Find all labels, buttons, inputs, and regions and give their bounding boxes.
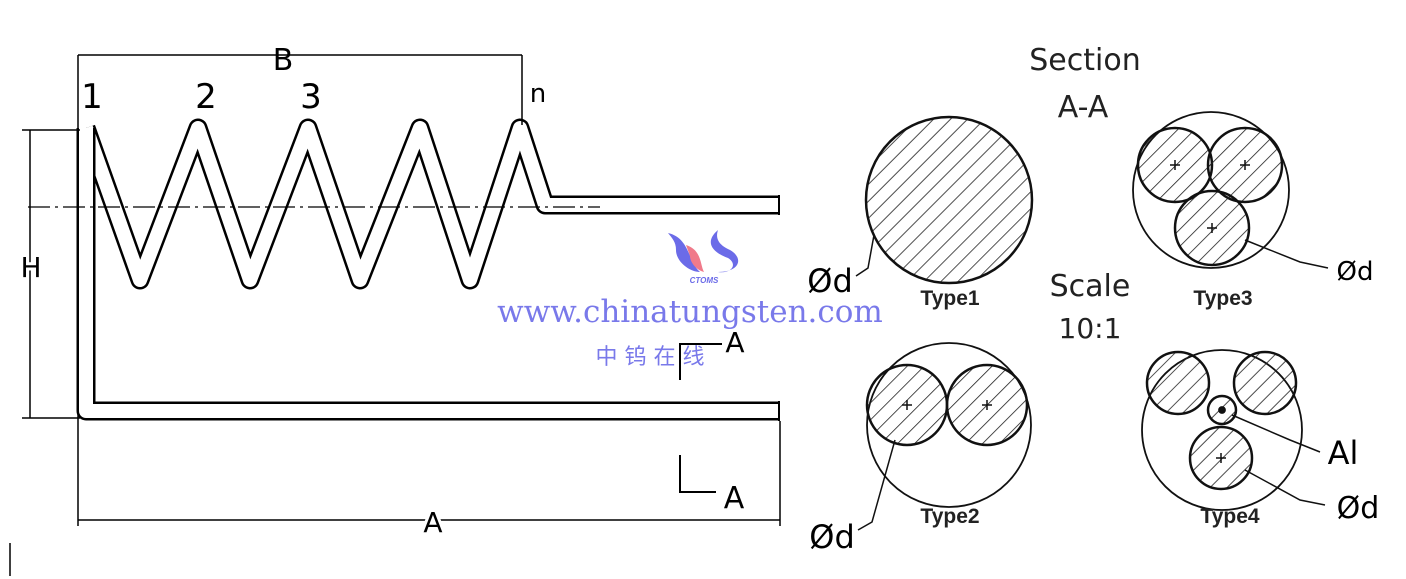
- type1-diameter-label: Ød: [807, 262, 853, 300]
- type1-section: [855, 115, 1034, 285]
- type4-core-label: Al: [1328, 434, 1359, 472]
- type2-label: Type2: [920, 505, 979, 528]
- dimension-h-label: H: [20, 251, 41, 284]
- type4-section: [1141, 349, 1326, 511]
- dimension-b-label: B: [273, 43, 294, 78]
- type3-label: Type3: [1193, 287, 1252, 310]
- type3-diameter-label: Ød: [1337, 257, 1374, 287]
- section-title: Section: [1029, 43, 1140, 78]
- dimension-b: [77, 54, 523, 128]
- section-marker-top: [679, 343, 722, 380]
- dimension-a: [77, 410, 781, 526]
- type1-label: Type1: [920, 287, 979, 310]
- section-marker-top-label: A: [725, 326, 744, 359]
- type2-section: [857, 342, 1032, 531]
- turn-label-1: 1: [81, 77, 103, 117]
- coil-wire: [76, 118, 781, 421]
- type3-section: [1132, 111, 1329, 269]
- dimension-h: [22, 129, 80, 419]
- section-name: A-A: [1058, 90, 1109, 125]
- ctoms-logo-text: CTOMS: [690, 276, 719, 285]
- type2-diameter-label: Ød: [809, 518, 855, 556]
- scale-value: 10:1: [1059, 312, 1122, 345]
- section-marker-bottom: [679, 455, 716, 493]
- section-marker-bottom-label: A: [724, 481, 745, 516]
- scale-label: Scale: [1050, 269, 1131, 304]
- watermark-url: www.chinatungsten.com: [497, 294, 883, 330]
- type4-label: Type4: [1200, 505, 1259, 528]
- dimension-a-label: A: [423, 506, 442, 539]
- turn-label-n: n: [530, 79, 546, 109]
- turn-label-3: 3: [300, 77, 322, 117]
- ctoms-logo: CTOMS: [668, 230, 739, 285]
- turn-label-2: 2: [195, 77, 217, 117]
- watermark-chinese: 中 钨 在 线: [596, 345, 705, 370]
- type4-diameter-label: Ød: [1337, 491, 1380, 526]
